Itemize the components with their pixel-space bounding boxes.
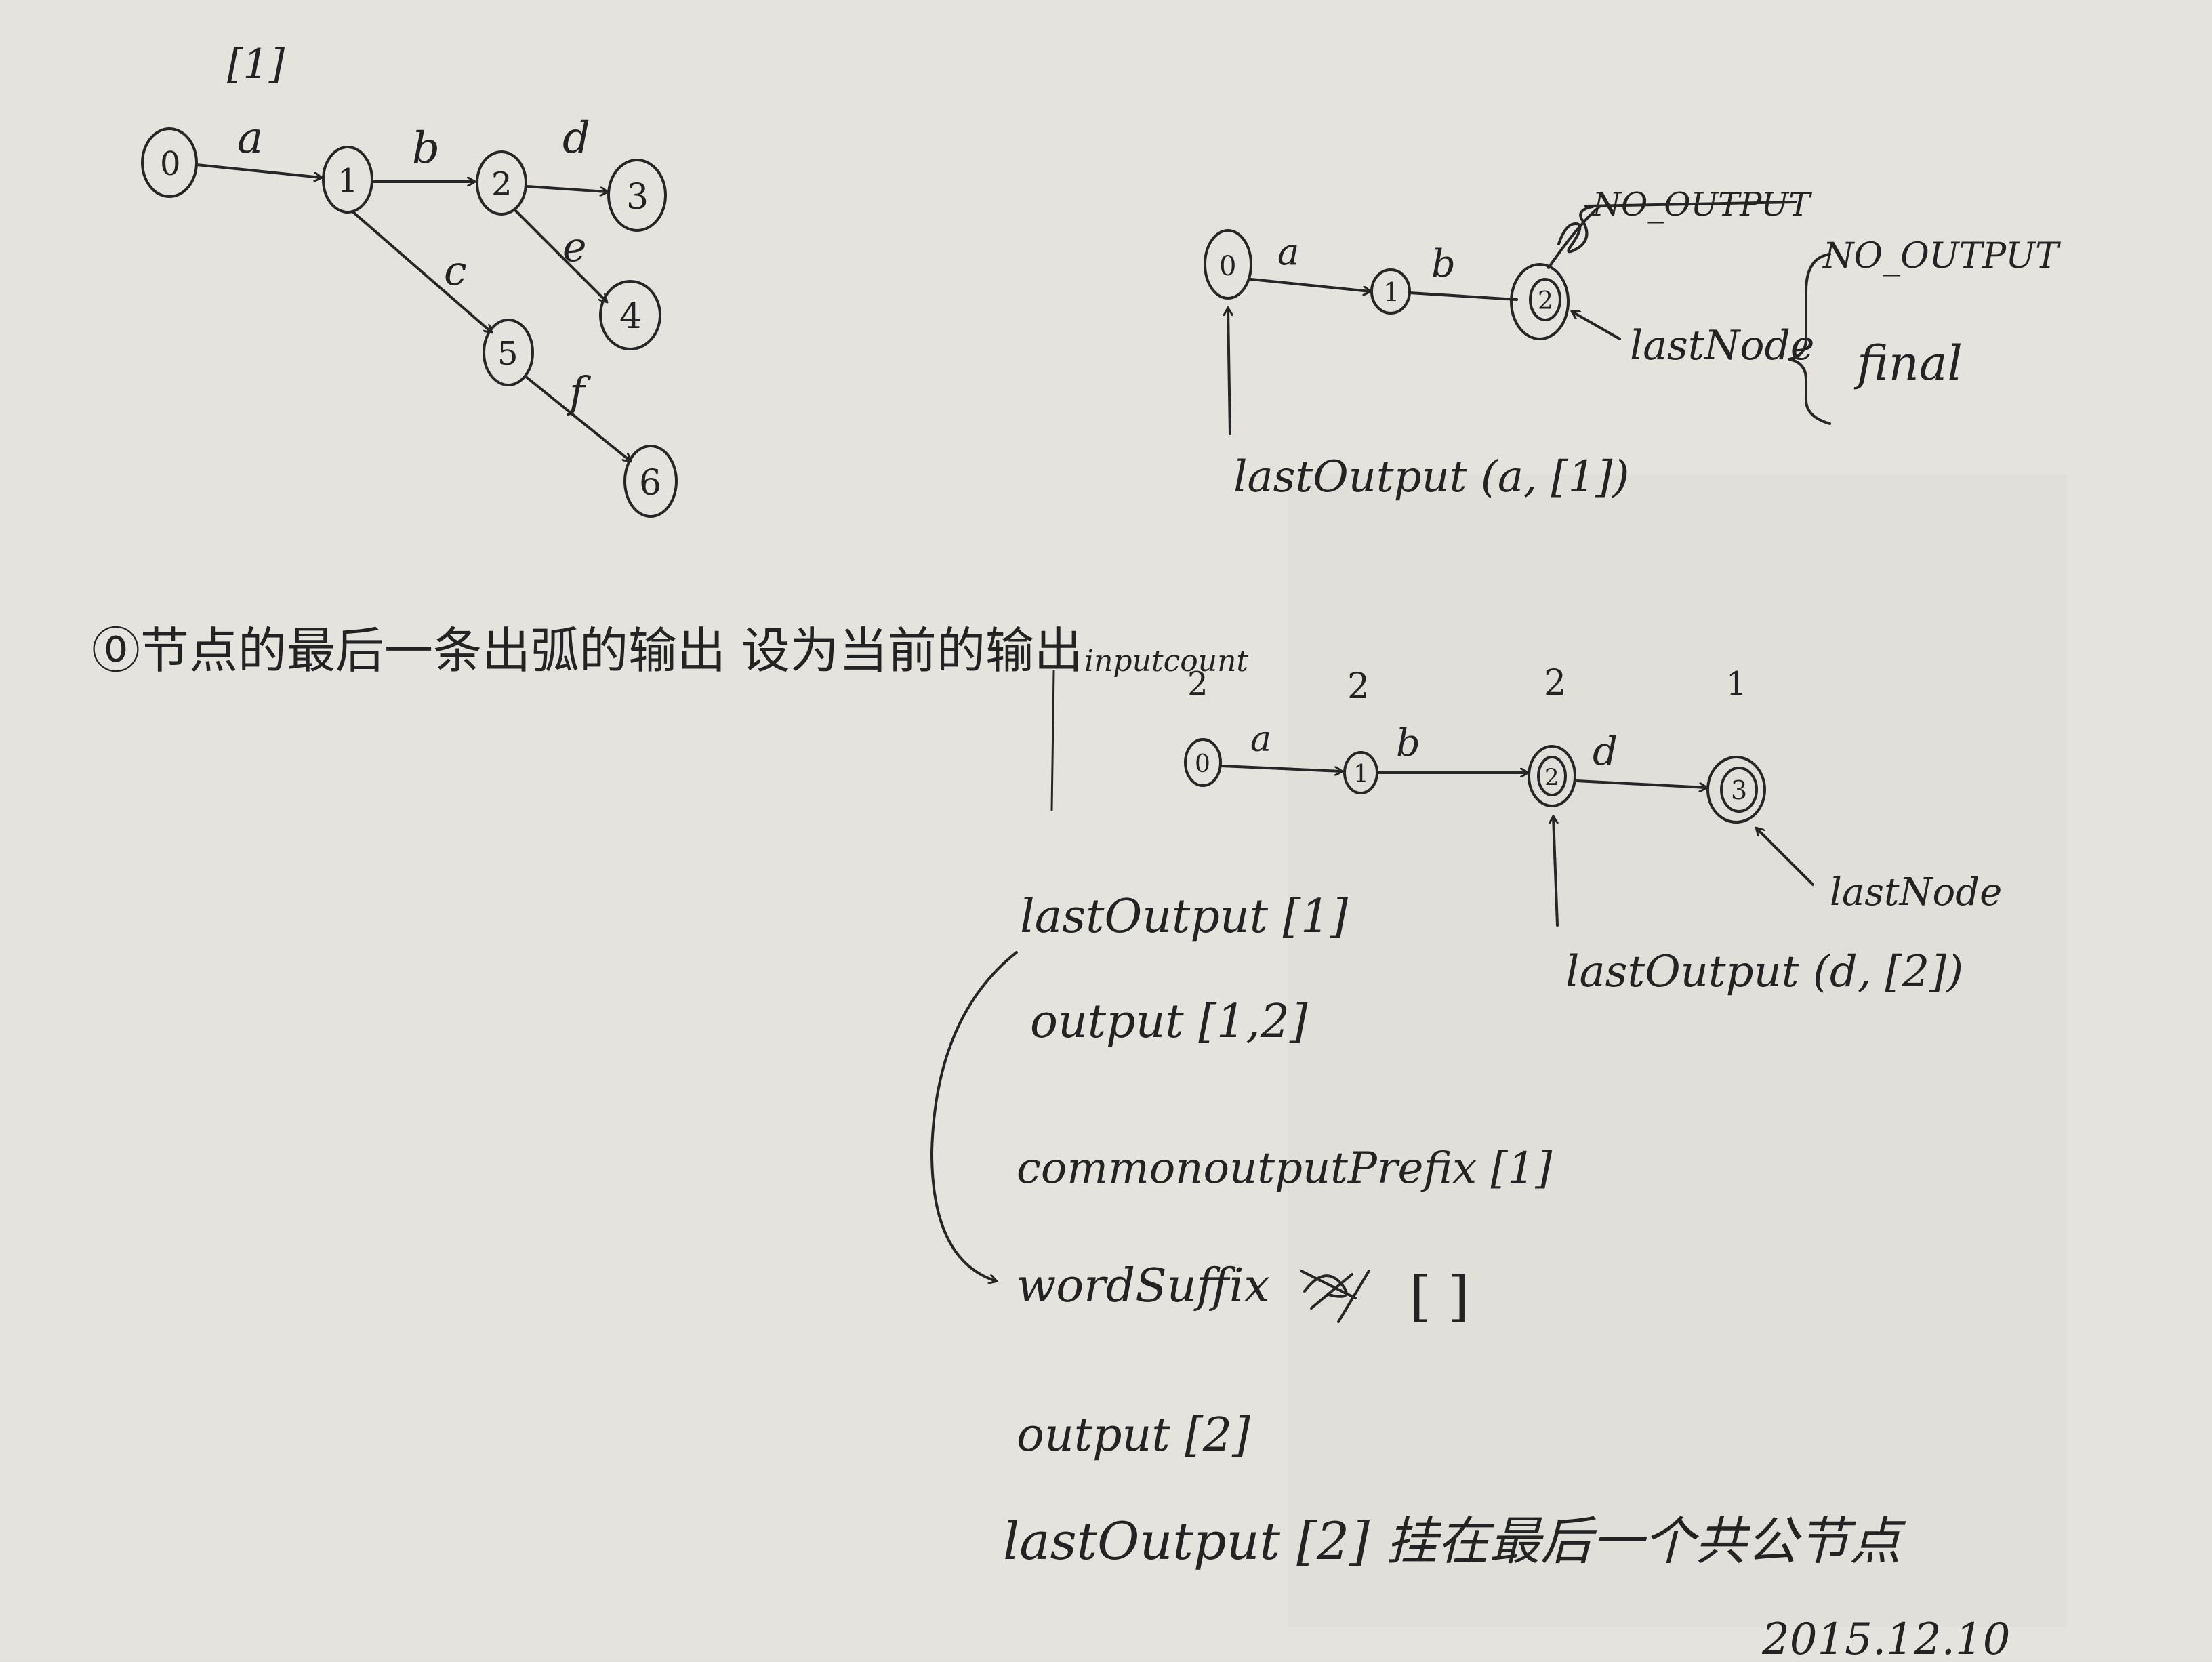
- calc-output-2: output [2]: [1017, 1408, 1250, 1462]
- edge-c: [351, 210, 491, 332]
- edge-b-label: b: [412, 123, 440, 174]
- edge-d-label: d: [1593, 728, 1618, 774]
- output-note: [1]: [227, 41, 285, 88]
- node-1-label: 1: [337, 162, 359, 200]
- edge-a-label: a: [1250, 719, 1271, 760]
- date: 2015.12.10: [1761, 1615, 2010, 1659]
- node-1-label: 1: [1353, 761, 1369, 788]
- edge-a-label: a: [1277, 230, 1299, 273]
- diagram-2-partial: 0 1 2 a b NO_OUTPUT lastNode NO_OUTPUT f…: [1204, 186, 2061, 502]
- count-2: 2: [1544, 663, 1566, 704]
- count-3: 1: [1726, 665, 1747, 703]
- calc-word-suffix: wordSuffix: [1017, 1259, 1270, 1313]
- node-6-label: 6: [639, 463, 661, 504]
- calc-last-output: lastOutput [1]: [1020, 890, 1348, 944]
- calculation-steps: lastOutput [1] output [1,2] commonoutput…: [930, 890, 2010, 1662]
- node-5-label: 5: [497, 335, 518, 373]
- node-4-label: 4: [619, 296, 642, 337]
- edge-a: [1220, 765, 1342, 771]
- last-node-label: lastNode: [1830, 870, 2002, 914]
- node-0: [141, 127, 198, 198]
- brace: [1788, 253, 1831, 425]
- brace-top-label: NO_OUTPUT: [1822, 236, 2061, 277]
- node-6: [623, 445, 678, 518]
- edge-d-label: d: [562, 113, 590, 163]
- node-4: [599, 280, 661, 350]
- node-2-label: 2: [1544, 764, 1559, 791]
- last-output-arrow: [1553, 817, 1559, 927]
- node-0-label: 0: [1219, 251, 1236, 282]
- scribble-mark: [1300, 1270, 1370, 1323]
- node-0: [1204, 229, 1252, 300]
- edge-b-label: b: [1431, 242, 1456, 286]
- note-text: ⓪节点的最后一条出弧的输出 设为当前的输出: [91, 622, 1083, 679]
- calc-last-output-2: lastOutput [2] 挂在最后一个共公节点: [1003, 1511, 1906, 1571]
- node-3: [1720, 767, 1758, 813]
- edge-a-label: a: [237, 113, 263, 163]
- count-0: 2: [1187, 665, 1208, 703]
- calc-word-suffix-value: [ ]: [1410, 1265, 1469, 1328]
- last-node-arrow: [1572, 312, 1621, 340]
- node-2-outer: [1510, 263, 1570, 340]
- bracket-arrow: [930, 951, 1018, 1281]
- edge-f: [524, 375, 630, 461]
- bleed-through-shadow: [1288, 474, 2067, 1627]
- last-output-label: lastOutput (d, [2]): [1565, 947, 1963, 997]
- node-0: [1184, 738, 1222, 787]
- node-2: [476, 150, 527, 216]
- edge-b-label: b: [1396, 721, 1420, 765]
- node-2: [1537, 756, 1567, 796]
- last-node-arrow: [1757, 828, 1814, 886]
- calc-common-prefix: commonoutputPrefix [1]: [1017, 1143, 1553, 1194]
- node-2-label: 2: [1538, 287, 1553, 315]
- edge-a: [195, 163, 321, 178]
- note: ⓪节点的最后一条出弧的输出 设为当前的输出: [91, 622, 1083, 811]
- input-count-label: inputcount: [1084, 644, 1248, 678]
- edge-d: [526, 185, 607, 192]
- node-3-label: 3: [626, 177, 649, 218]
- edge-c-label: c: [444, 247, 467, 295]
- last-output-arrow: [1228, 308, 1230, 435]
- node-3-label: 3: [1731, 775, 1747, 805]
- calc-output: output [1,2]: [1030, 995, 1308, 1049]
- node-0-label: 0: [160, 145, 181, 183]
- edge-e: [514, 209, 607, 302]
- edge-e-label: e: [562, 224, 587, 271]
- count-1: 2: [1347, 666, 1370, 707]
- node-2-label: 2: [491, 165, 512, 203]
- last-node-label: lastNode: [1630, 322, 1814, 369]
- scribble-mark: [1557, 205, 1594, 254]
- leader-line: [1547, 205, 1601, 269]
- strike-line: [1584, 201, 1797, 207]
- node-1-label: 1: [1383, 277, 1399, 307]
- edge-d: [1575, 779, 1706, 788]
- node-5: [483, 319, 534, 386]
- diagram-3-trie: inputcount 2 2 2 1 0 1 2 3 a b d lastNod…: [1084, 644, 2002, 997]
- brace-bottom-label: final: [1853, 336, 1963, 391]
- node-0-label: 0: [1195, 750, 1210, 778]
- node-2: [1529, 278, 1561, 321]
- divider-line: [1050, 670, 1055, 811]
- edge-a: [1250, 278, 1370, 291]
- edge-b: [1408, 291, 1518, 301]
- last-output-label: lastOutput (a, [1]): [1233, 452, 1629, 502]
